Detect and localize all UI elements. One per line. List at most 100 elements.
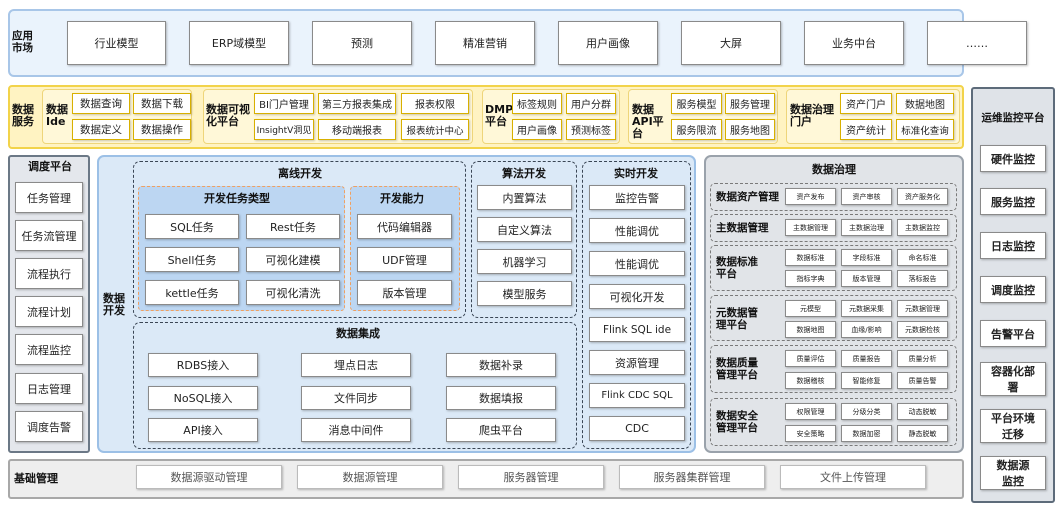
dmp-item[interactable]: 标签规则 [512,93,562,114]
governance-item[interactable]: 动态脱敏 [897,403,948,420]
ide-item[interactable]: 数据下载 [133,93,191,114]
gov-portal-item[interactable]: 资产门户 [840,93,892,114]
bi-item[interactable]: 报表统计中心 [401,119,469,140]
dev-ability-item[interactable]: 代码编辑器 [357,214,452,239]
market-item[interactable]: 用户画像 [558,21,658,65]
schedule-item[interactable]: 任务管理 [15,182,83,213]
governance-item[interactable]: 安全策略 [785,425,836,442]
governance-item[interactable]: 资产服务化 [897,188,948,205]
bi-item[interactable]: InsightV洞见 [254,119,314,140]
ide-item[interactable]: 数据定义 [72,119,130,140]
dmp-item[interactable]: 用户画像 [512,119,562,140]
governance-item[interactable]: 资产审核 [841,188,892,205]
realtime-item[interactable]: 监控告警 [589,185,685,210]
governance-item[interactable]: 静态脱敏 [897,425,948,442]
ops-item[interactable]: 调度监控 [980,276,1046,303]
bi-item[interactable]: 报表权限 [401,93,469,114]
schedule-item[interactable]: 流程监控 [15,334,83,365]
governance-item[interactable]: 质量告警 [897,372,948,389]
schedule-item[interactable]: 任务流管理 [15,220,83,251]
base-mgmt-item[interactable]: 数据源驱动管理 [136,465,282,489]
bi-item[interactable]: 移动端报表 [318,119,396,140]
realtime-item[interactable]: 可视化开发 [589,284,685,309]
integration-item[interactable]: API接入 [148,418,258,442]
realtime-item[interactable]: CDC [589,416,685,441]
governance-item[interactable]: 质量分析 [897,350,948,367]
governance-item[interactable]: 血缘/影响 [841,321,892,338]
dmp-item[interactable]: 预测标签 [566,119,616,140]
task-type-item[interactable]: SQL任务 [145,214,239,239]
ops-item[interactable]: 数据源监控 [980,456,1046,490]
dmp-item[interactable]: 用户分群 [566,93,616,114]
gov-portal-item[interactable]: 资产统计 [840,119,892,140]
ops-item[interactable]: 容器化部署 [980,362,1046,396]
market-item[interactable]: 业务中台 [804,21,904,65]
gov-portal-item[interactable]: 数据地图 [896,93,954,114]
governance-item[interactable]: 主数据管理 [785,219,836,236]
api-item[interactable]: 服务模型 [671,93,722,114]
api-item[interactable]: 服务地图 [725,119,775,140]
market-item[interactable]: 精准营销 [435,21,535,65]
schedule-item[interactable]: 日志管理 [15,373,83,404]
governance-item[interactable]: 智能修复 [841,372,892,389]
ops-item[interactable]: 告警平台 [980,320,1046,347]
governance-item[interactable]: 数据稽核 [785,372,836,389]
governance-item[interactable]: 字段标准 [841,249,892,266]
integration-item[interactable]: 爬虫平台 [446,418,556,442]
api-item[interactable]: 服务管理 [725,93,775,114]
base-mgmt-item[interactable]: 数据源管理 [297,465,443,489]
base-mgmt-item[interactable]: 服务器管理 [458,465,604,489]
governance-item[interactable]: 数据标准 [785,249,836,266]
task-type-item[interactable]: Shell任务 [145,247,239,272]
ide-item[interactable]: 数据查询 [72,93,130,114]
governance-item[interactable]: 指标字典 [785,270,836,287]
bi-item[interactable]: 第三方报表集成 [318,93,396,114]
algo-item[interactable]: 机器学习 [477,249,572,274]
base-mgmt-item[interactable]: 服务器集群管理 [619,465,765,489]
integration-item[interactable]: 埋点日志 [301,353,411,377]
governance-item[interactable]: 落标报告 [897,270,948,287]
ops-item[interactable]: 硬件监控 [980,145,1046,172]
integration-item[interactable]: NoSQL接入 [148,386,258,410]
base-mgmt-item[interactable]: 文件上传管理 [780,465,926,489]
governance-item[interactable]: 命名标准 [897,249,948,266]
governance-item[interactable]: 分级分类 [841,403,892,420]
api-item[interactable]: 服务限流 [671,119,722,140]
realtime-item[interactable]: Flink SQL ide [589,317,685,342]
governance-item[interactable]: 元数据采集 [841,300,892,317]
dev-ability-item[interactable]: UDF管理 [357,247,452,272]
governance-item[interactable]: 主数据治理 [841,219,892,236]
governance-item[interactable]: 元数据检核 [897,321,948,338]
market-item[interactable]: …… [927,21,1027,65]
governance-item[interactable]: 元数据管理 [897,300,948,317]
governance-item[interactable]: 质量评估 [785,350,836,367]
governance-item[interactable]: 主数据监控 [897,219,948,236]
integration-item[interactable]: RDBS接入 [148,353,258,377]
integration-item[interactable]: 数据补录 [446,353,556,377]
ops-item[interactable]: 平台环境迁移 [980,409,1046,443]
governance-item[interactable]: 数据地图 [785,321,836,338]
integration-item[interactable]: 消息中间件 [301,418,411,442]
governance-item[interactable]: 版本管理 [841,270,892,287]
task-type-item[interactable]: kettle任务 [145,280,239,305]
gov-portal-item[interactable]: 标准化查询 [896,119,954,140]
market-item[interactable]: ERP域模型 [189,21,289,65]
task-type-item[interactable]: 可视化清洗 [246,280,340,305]
governance-item[interactable]: 权限管理 [785,403,836,420]
algo-item[interactable]: 模型服务 [477,281,572,306]
algo-item[interactable]: 内置算法 [477,185,572,210]
realtime-item[interactable]: Flink CDC SQL [589,383,685,408]
schedule-item[interactable]: 调度告警 [15,411,83,442]
bi-item[interactable]: BI门户管理 [254,93,314,114]
task-type-item[interactable]: 可视化建模 [246,247,340,272]
market-item[interactable]: 预测 [312,21,412,65]
realtime-item[interactable]: 性能调优 [589,218,685,243]
dev-ability-item[interactable]: 版本管理 [357,280,452,305]
ops-item[interactable]: 日志监控 [980,232,1046,259]
governance-item[interactable]: 资产发布 [785,188,836,205]
algo-item[interactable]: 自定义算法 [477,217,572,242]
schedule-item[interactable]: 流程计划 [15,296,83,327]
ide-item[interactable]: 数据操作 [133,119,191,140]
market-item[interactable]: 大屏 [681,21,781,65]
realtime-item[interactable]: 资源管理 [589,350,685,375]
